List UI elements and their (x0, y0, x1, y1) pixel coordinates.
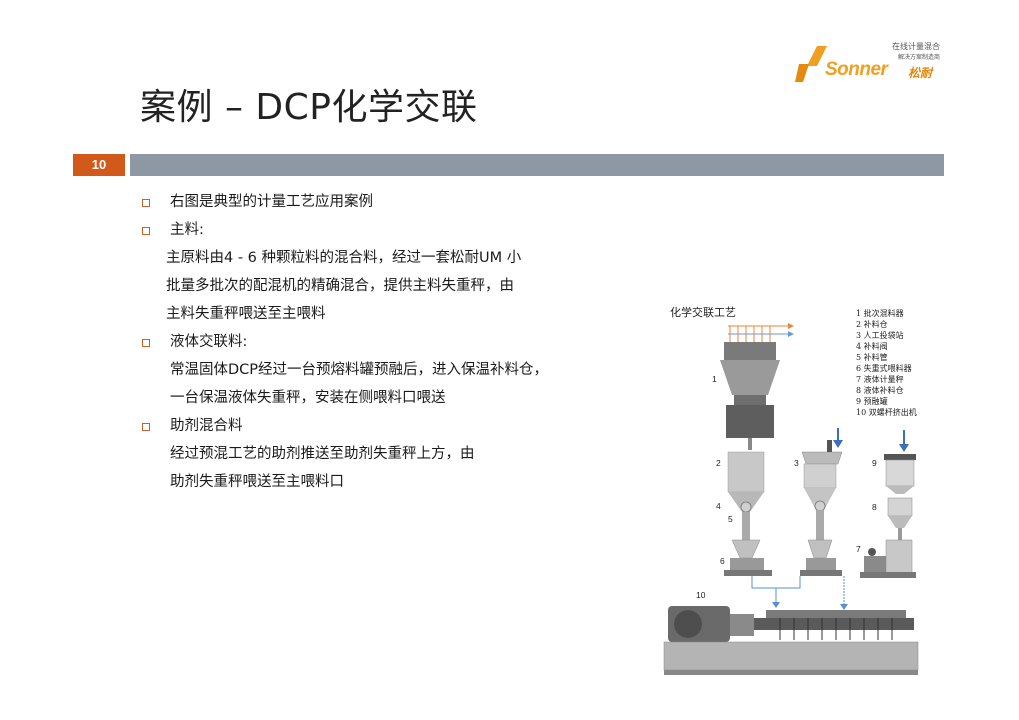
logo-tagline-1: 在线计量混合 (892, 42, 940, 51)
bullet-2: 主料: (140, 216, 600, 244)
liquid-scale (860, 539, 916, 578)
process-diagram: 化学交联工艺 1 批次混料器 2 补料仓 3 人工投袋站 4 补料阀 5 补料管… (660, 300, 950, 685)
legend-item-4: 4 补料阀 (856, 341, 888, 351)
legend-item-3: 3 人工投袋站 (856, 330, 904, 340)
label-5: 5 (728, 514, 733, 524)
label-6: 6 (720, 556, 725, 566)
slide-title: 案例 – DCP化学交联 (140, 87, 478, 128)
down-arrow-icon-1 (833, 428, 843, 448)
label-4: 4 (716, 501, 721, 511)
bullet-4-line-2: 助剂失重秤喂送至主喂料口 (170, 474, 344, 490)
logo-tagline-2: 解决方案制造商 (897, 54, 940, 61)
down-arrow-icon-2 (899, 430, 909, 452)
liquid-refill-bin (887, 497, 913, 542)
legend-item-6: 6 失重式喂料器 (856, 363, 912, 373)
company-logo: 在线计量混合 解决方案制造商 Sonner 松耐 (795, 38, 955, 88)
legend-item-10: 10 双螺杆挤出机 (856, 407, 917, 417)
process-diagram-svg: 化学交联工艺 1 批次混料器 2 补料仓 3 人工投袋站 4 补料阀 5 补料管… (663, 305, 919, 675)
bullet-1: 右图是典型的计量工艺应用案例 (140, 188, 600, 216)
bullet-3-line-2: 一台保温液体失重秤，安装在侧喂料口喂送 (170, 390, 446, 406)
bullet-3-line-1: 常温固体DCP经过一台预熔料罐预融后，进入保温补料仓， (170, 362, 549, 378)
logo-brand-cn: 松耐 (908, 66, 933, 80)
legend-item-2: 2 补料仓 (856, 319, 888, 329)
diagram-legend: 1 批次混料器 2 补料仓 3 人工投袋站 4 补料阀 5 补料管 6 失重式喂… (856, 308, 917, 417)
label-8: 8 (872, 502, 877, 512)
label-2: 2 (716, 458, 721, 468)
label-7: 7 (856, 544, 861, 554)
label-10: 10 (696, 590, 706, 600)
premelt-tank (884, 454, 916, 494)
feeder-left (724, 539, 772, 576)
feed-lines (728, 323, 794, 342)
batch-mixer (720, 342, 780, 450)
bag-dump-station (800, 440, 843, 576)
bullet-4-line-1: 经过预混工艺的助剂推送至助剂失重秤上方，由 (170, 446, 475, 462)
logo-brand: Sonner (825, 59, 888, 80)
bullet-2-line-2: 批量多批次的配混机的精确混合，提供主料失重秤，由 (166, 278, 514, 294)
legend-item-5: 5 补料管 (856, 352, 888, 362)
legend-item-8: 8 液体补料仓 (856, 385, 904, 395)
diagram-title: 化学交联工艺 (670, 305, 736, 319)
twin-screw-extruder (663, 606, 919, 675)
legend-item-1: 1 批次混料器 (856, 308, 904, 318)
bullet-2-line-1: 主原料由4 - 6 种颗粒料的混合料，经过一套松耐UM 小 (166, 250, 522, 266)
refill-hopper (727, 451, 765, 540)
bullet-4: 助剂混合料 (140, 412, 600, 440)
bullet-3: 液体交联料: (140, 328, 600, 356)
legend-item-7: 7 液体计量秤 (856, 374, 904, 384)
slide-body: 右图是典型的计量工艺应用案例 主料: 主原料由4 - 6 种颗粒料的混合料，经过… (140, 188, 600, 496)
header-divider-bar (130, 154, 944, 176)
label-9: 9 (872, 458, 877, 468)
label-3: 3 (794, 458, 799, 468)
label-1: 1 (712, 374, 717, 384)
logo-mark-icon (795, 46, 827, 82)
bullet-2-line-3: 主料失重秤喂送至主喂料 (166, 306, 326, 322)
legend-item-9: 9 预融罐 (856, 396, 888, 406)
page-number-badge: 10 (73, 154, 125, 176)
feed-pipes (751, 576, 848, 610)
